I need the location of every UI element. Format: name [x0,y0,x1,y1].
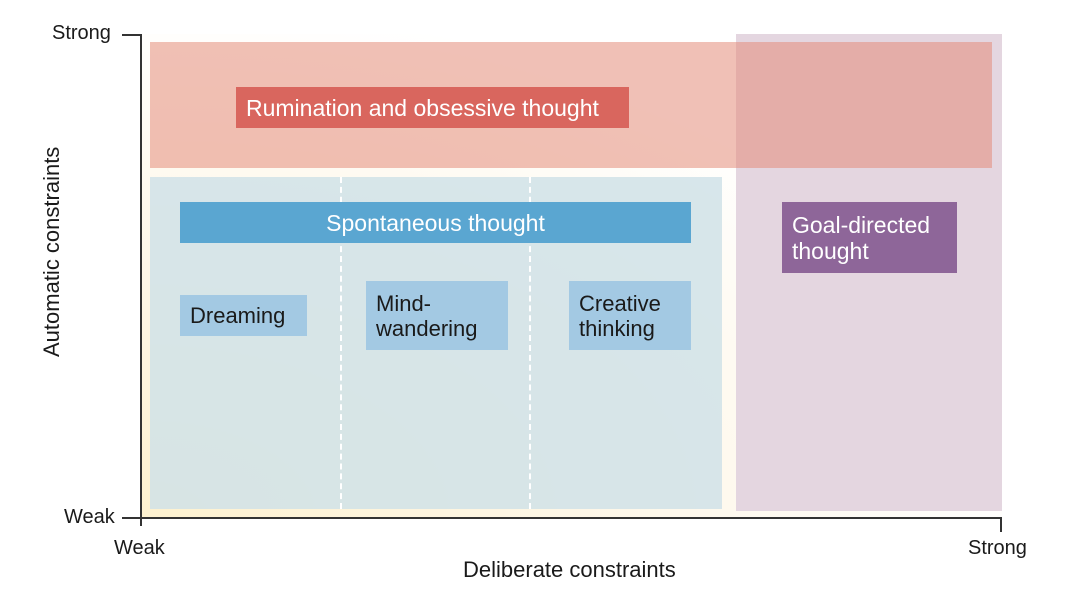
rumination-label-box: Rumination and obsessive thought [236,87,629,128]
mind-wandering-label-box: Mind- wandering [366,281,508,350]
region-divider-2 [529,177,531,509]
goal-directed-label-line1: Goal-directed [792,211,931,238]
x-axis-strong-tick [1000,517,1002,532]
x-axis-strong-label: Strong [968,537,1027,559]
rumination-label: Rumination and obsessive thought [246,94,599,121]
x-axis-title: Deliberate constraints [463,557,676,582]
spontaneous-thought-label-box: Spontaneous thought [180,202,691,243]
y-axis-line [140,34,142,526]
creative-thinking-label-line1: Creative [579,290,661,316]
y-axis-strong-label: Strong [52,22,111,44]
mind-wandering-label-line2: wandering [376,315,478,341]
x-axis-weak-label: Weak [114,537,165,559]
mind-wandering-label-line1: Mind- [376,290,432,316]
creative-thinking-label-line2: thinking [579,315,655,341]
region-divider-1 [340,177,342,509]
y-axis-weak-label: Weak [64,506,115,528]
y-axis-weak-tick [122,517,140,519]
y-axis-title: Automatic constraints [39,146,64,357]
y-axis-strong-tick [122,34,140,36]
dreaming-label-box: Dreaming [180,295,307,336]
goal-directed-label-line2: thought [792,237,869,264]
x-axis-line [140,517,1002,519]
goal-directed-label-box: Goal-directed thought [782,202,957,273]
spontaneous-thought-label: Spontaneous thought [326,209,545,236]
dreaming-label: Dreaming [190,303,286,328]
creative-thinking-label-box: Creative thinking [569,281,691,350]
